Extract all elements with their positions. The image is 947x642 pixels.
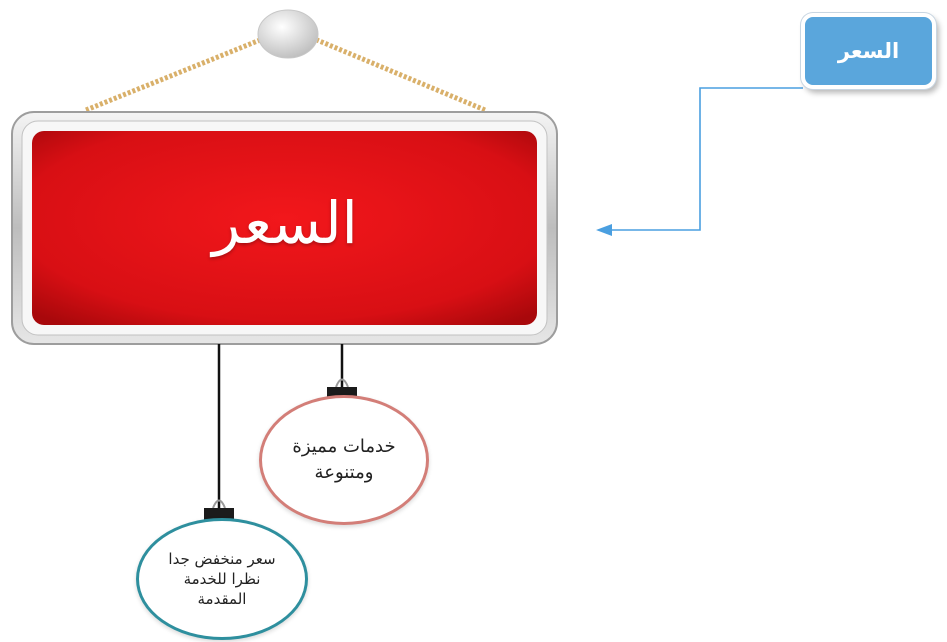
hanger-knob-icon xyxy=(257,9,319,59)
sign-title: السعر xyxy=(212,189,358,257)
tag-services: خدمات مميزة ومتنوعة xyxy=(259,395,429,525)
price-sign xyxy=(11,111,558,345)
price-callout-box: السعر xyxy=(801,13,936,89)
tag-low-price: سعر منخفض جدا نظرا للخدمة المقدمة xyxy=(136,518,308,640)
hanging-rope xyxy=(85,27,486,113)
arrowhead-left-icon xyxy=(596,224,612,236)
connector-arrow xyxy=(596,87,803,236)
